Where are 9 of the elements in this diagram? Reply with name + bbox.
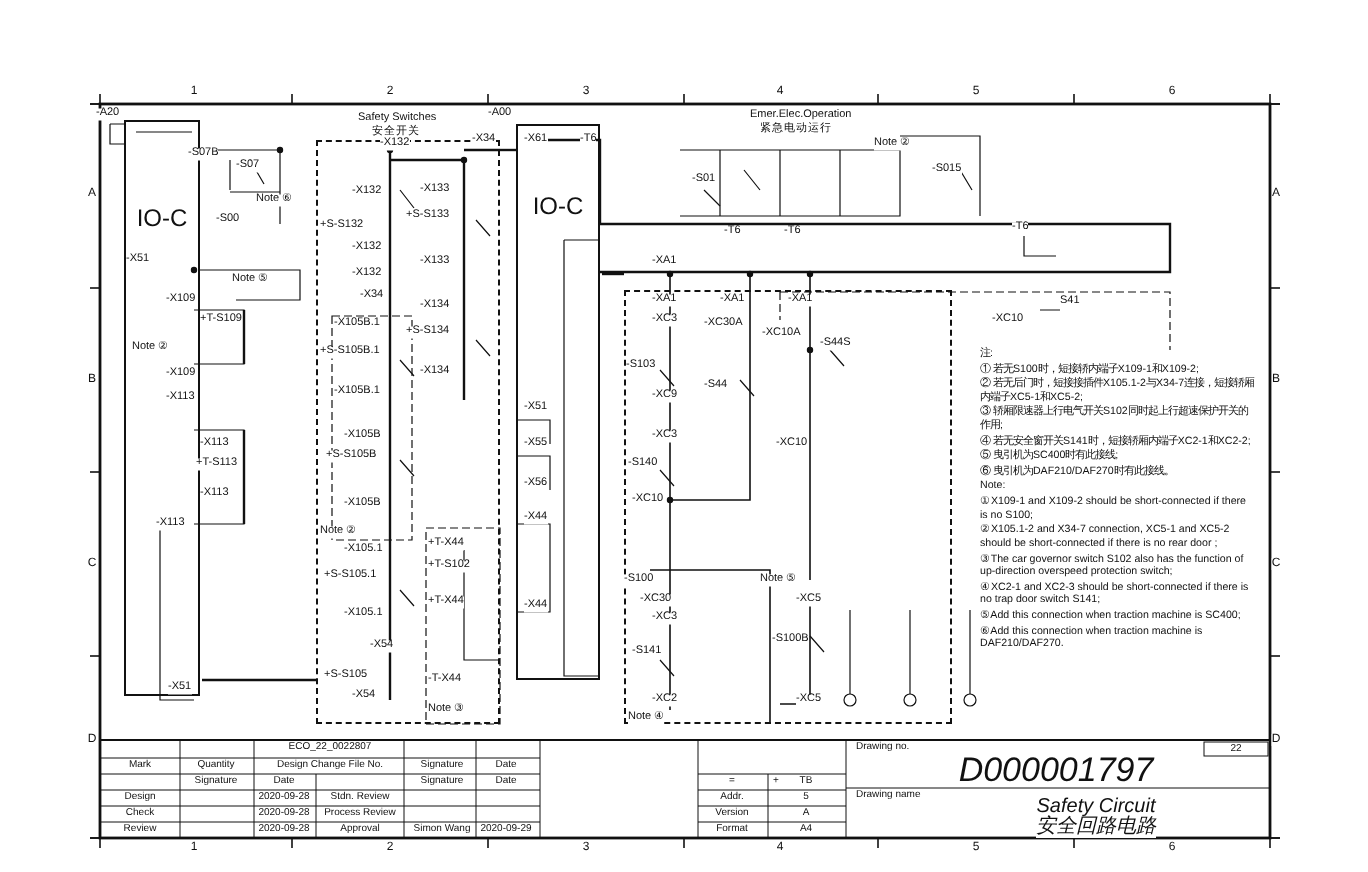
drawing-title: Safety Circuit — [1036, 798, 1156, 818]
wire — [202, 678, 316, 682]
wire — [500, 148, 516, 152]
drawing-title: 安全回路电路 — [1036, 818, 1156, 838]
drawing-number: D000001797 — [958, 753, 1154, 787]
module-label: IO-C — [134, 206, 190, 230]
controller-box — [516, 124, 600, 680]
wire — [602, 272, 624, 276]
module-label: IO-C — [530, 194, 586, 218]
